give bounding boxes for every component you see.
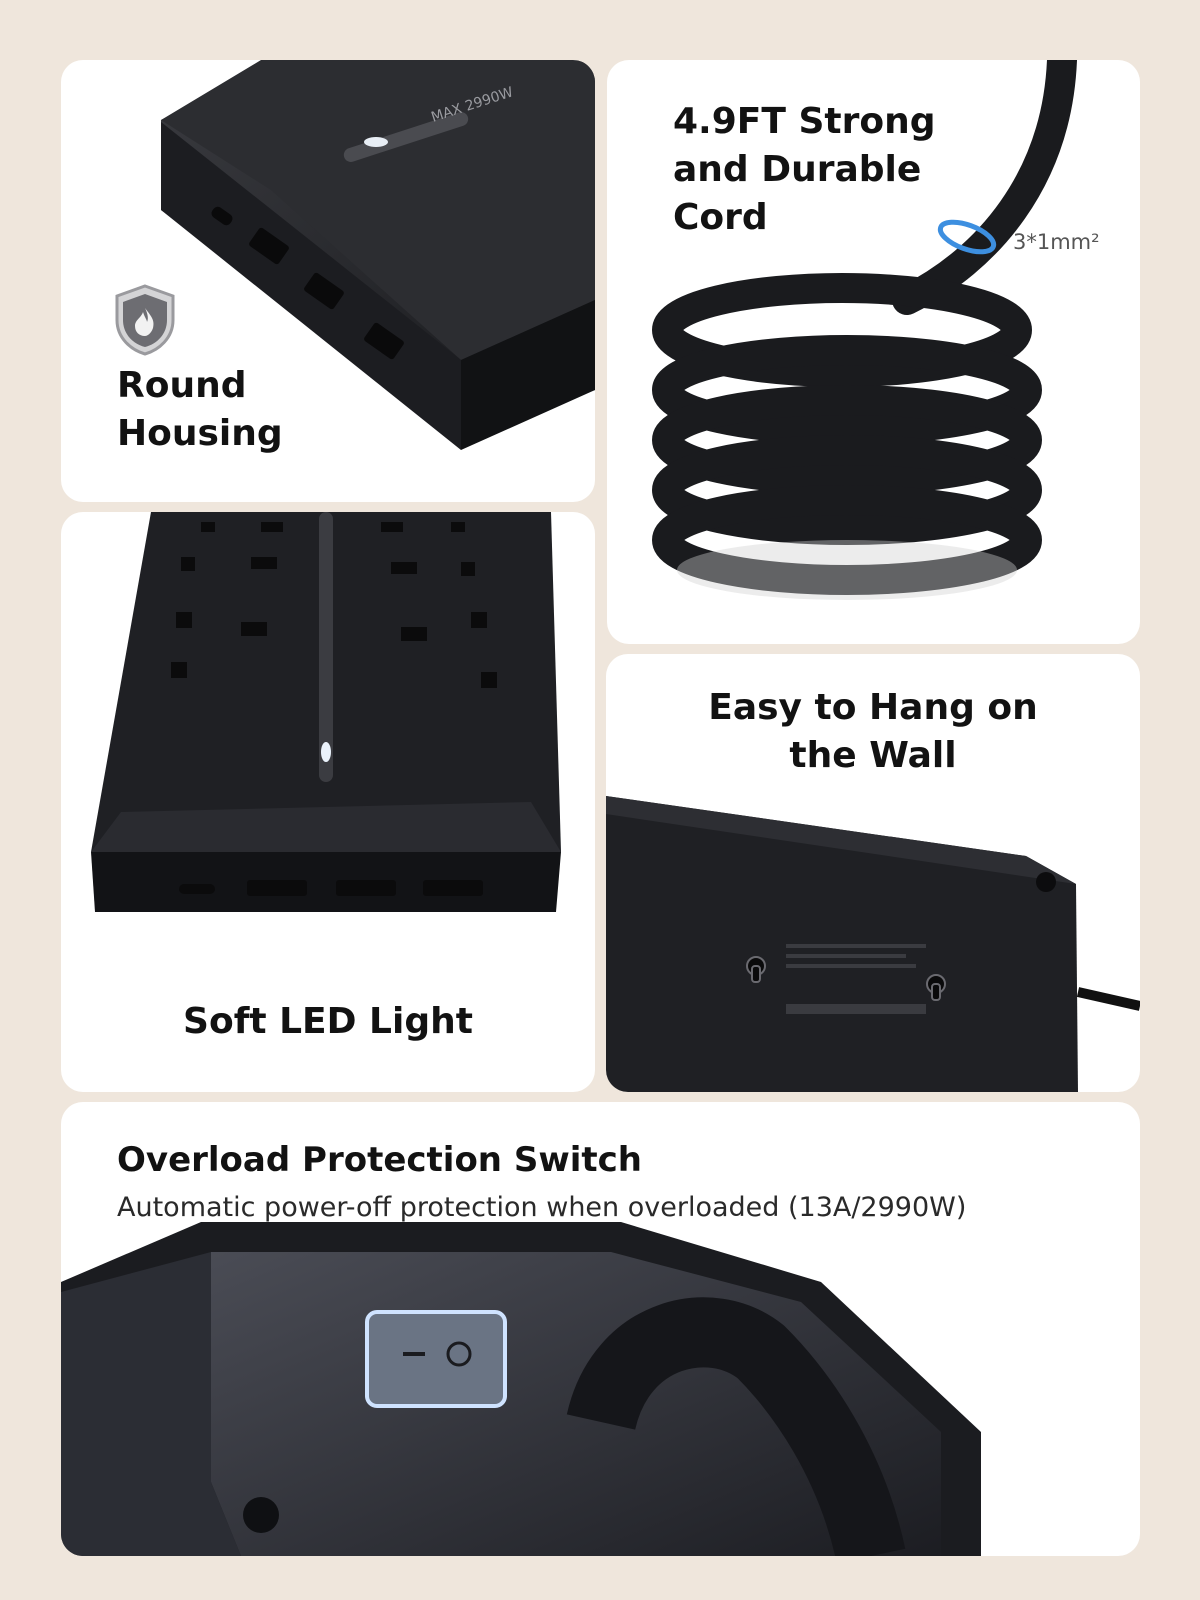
overload-switch-subtitle: Automatic power-off protection when over… xyxy=(117,1192,967,1223)
card-wall-hang: Easy to Hang on the Wall xyxy=(606,654,1140,1092)
cord-spec-label: 3*1mm² xyxy=(1013,230,1100,254)
usb-port-housing-photo: MAX 2990W xyxy=(161,60,595,450)
cord-diameter-ring xyxy=(937,219,997,255)
coiled-cord-photo xyxy=(652,60,1077,600)
power-strip-back-photo xyxy=(606,796,1140,1092)
shield-fire-icon xyxy=(115,284,175,356)
wall-hang-label: Easy to Hang on the Wall xyxy=(708,687,1038,776)
power-strip-top-photo xyxy=(91,512,561,912)
card-cord: 4.9FT Strong and Durable Cord 3*1mm² xyxy=(607,60,1140,644)
card-led-light: Soft LED Light xyxy=(61,512,595,1092)
cord-length-label: 4.9FT Strong and Durable Cord xyxy=(673,101,936,238)
led-light-label: Soft LED Light xyxy=(183,1001,473,1042)
overload-switch-photo xyxy=(61,1222,981,1556)
card-overload-switch: Overload Protection Switch Automatic pow… xyxy=(61,1102,1140,1556)
keyhole-slots xyxy=(746,956,946,1001)
overload-switch-title: Overload Protection Switch xyxy=(117,1140,643,1180)
power-switch-icon xyxy=(365,1310,507,1408)
card-round-housing: MAX 2990W Round Housing xyxy=(61,60,595,502)
round-housing-label: Round Housing xyxy=(117,365,283,454)
